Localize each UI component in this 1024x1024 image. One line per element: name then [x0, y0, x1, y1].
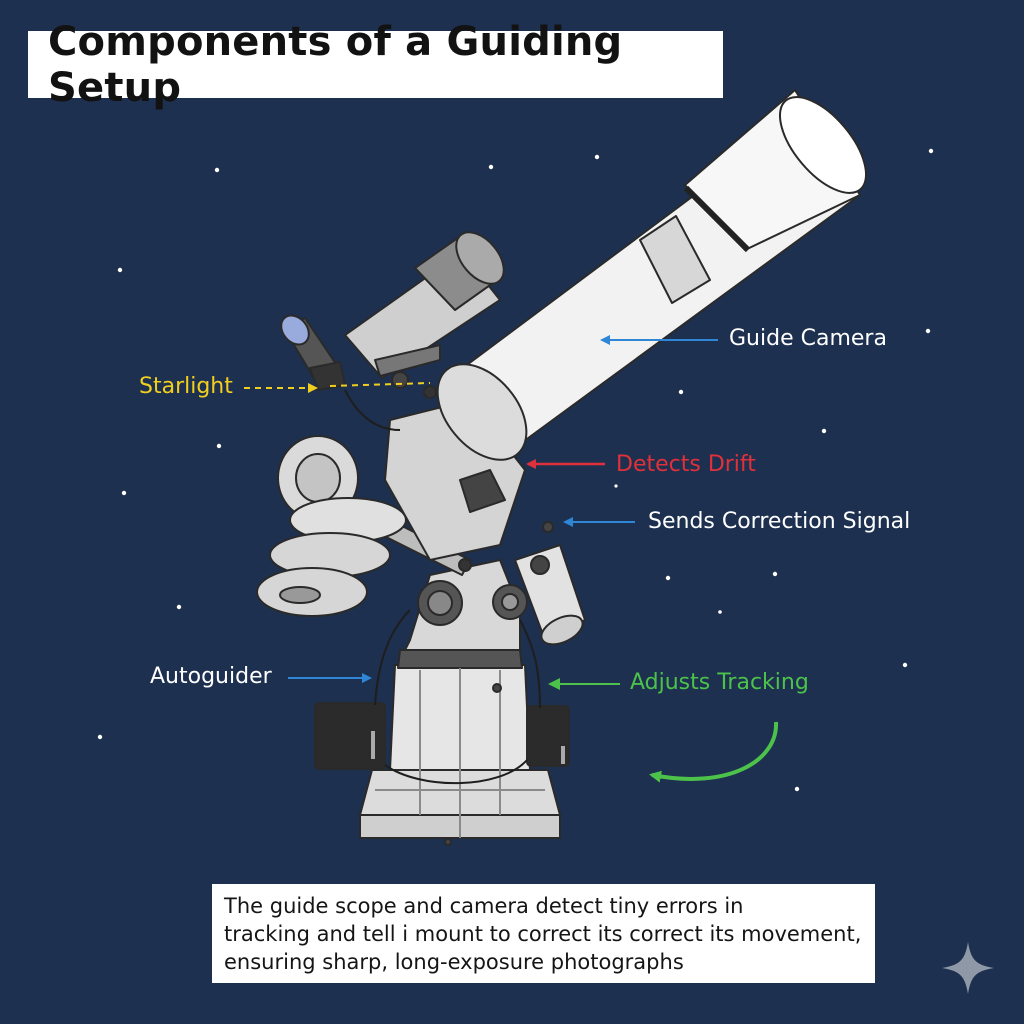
label-adjusts-tracking: Adjusts Tracking — [630, 670, 809, 695]
label-guide-camera: Guide Camera — [729, 326, 887, 351]
rotation-arrow — [649, 721, 779, 783]
label-starlight: Starlight — [139, 374, 233, 399]
telescope-mount-illustration — [256, 89, 868, 846]
description-line-3: ensuring sharp, long-exposure photograph… — [224, 950, 684, 974]
label-detects-drift: Detects Drift — [616, 452, 756, 477]
callout-arrows — [244, 335, 779, 783]
label-sends-correction-signal: Sends Correction Signal — [648, 509, 911, 534]
description-box: The guide scope and camera detect tiny e… — [212, 884, 875, 983]
title-box: Components of a Guiding Setup — [28, 19, 723, 111]
page-title: Components of a Guiding Setup — [48, 18, 623, 111]
description-line-2: tracking and tell i mount to correct its… — [224, 922, 862, 946]
description-line-1: The guide scope and camera detect tiny e… — [224, 894, 744, 918]
label-autoguider: Autoguider — [150, 664, 272, 689]
sparkle-icon — [942, 942, 994, 994]
starlight-dashed-line — [329, 382, 431, 387]
star-field — [97, 148, 934, 792]
